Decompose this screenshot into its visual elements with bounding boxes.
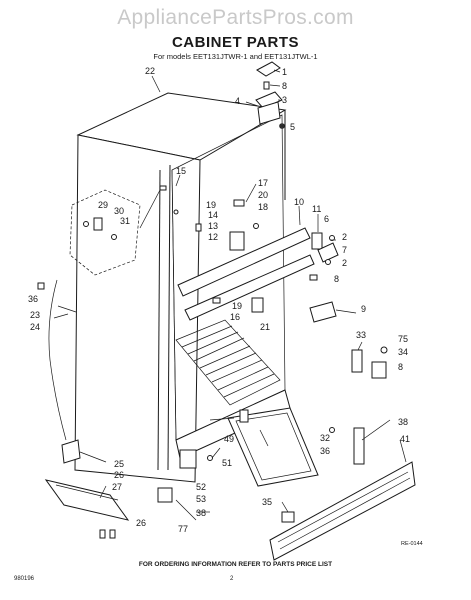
callout-29: 29 (98, 200, 108, 210)
callout-6: 6 (324, 214, 329, 224)
callout-16: 16 (230, 312, 240, 322)
callout-4: 4 (235, 96, 240, 106)
callout-27: 27 (112, 482, 122, 492)
interior-small-parts (159, 185, 264, 313)
callout-13: 13 (208, 221, 218, 231)
callout-77: 77 (178, 524, 188, 534)
callout-8b: 8 (334, 274, 339, 284)
callout-7: 7 (342, 245, 347, 255)
callout-2b: 2 (342, 258, 347, 268)
page-number: 2 (230, 576, 234, 582)
callout-31: 31 (120, 216, 130, 226)
callout-19: 19 (206, 200, 216, 210)
diagram-title: CABINET PARTS (171, 34, 300, 51)
callout-75: 75 (398, 334, 408, 344)
callout-21: 21 (260, 322, 270, 332)
callout-36b: 36 (320, 446, 330, 456)
callout-12: 12 (208, 232, 218, 242)
kickplate-grille (269, 427, 416, 561)
callout-8: 8 (282, 81, 287, 91)
leader-lines (53, 69, 407, 521)
callout-17: 17 (258, 178, 268, 188)
callout-35: 35 (262, 497, 272, 507)
callout-52: 52 (196, 482, 206, 492)
callout-5: 5 (290, 122, 295, 132)
callout-8c: 8 (398, 362, 403, 372)
callout-18: 18 (258, 202, 268, 212)
callout-11: 11 (312, 204, 321, 214)
callout-numbers: 22 1 8 3 4 5 15 17 20 18 19 14 13 12 29 … (28, 66, 410, 534)
callout-24: 24 (30, 322, 40, 332)
ordering-footer: FOR ORDERING INFORMATION REFER TO PARTS … (138, 561, 333, 568)
callout-33: 33 (356, 330, 366, 340)
drain-tube (37, 279, 67, 441)
liner-floor-ribs (175, 319, 281, 406)
middle-hinge-parts (309, 232, 339, 281)
callout-53: 53 (196, 494, 206, 504)
lower-hinge-parts (351, 346, 388, 379)
callout-26: 26 (114, 470, 124, 480)
reference-code: RE-0144 (401, 541, 423, 547)
callout-30: 30 (114, 206, 124, 216)
callout-26b: 26 (136, 518, 146, 528)
diagram-subtitle: For models EET131JTWR-1 and EET131JTWL-1 (153, 52, 318, 61)
callout-9: 9 (361, 304, 366, 314)
drip-tray (227, 407, 319, 487)
callout-38b: 38 (196, 508, 206, 518)
left-hinge-zone (69, 189, 141, 276)
screw-part (329, 427, 335, 433)
callout-41: 41 (400, 434, 410, 444)
latch-part (309, 301, 337, 323)
callout-15: 15 (176, 166, 186, 176)
bottom-left-parts (44, 439, 130, 539)
callout-36: 36 (28, 294, 38, 304)
callout-25: 25 (114, 459, 124, 469)
document-code: 980196 (14, 576, 35, 582)
top-hinge-parts (255, 61, 285, 129)
callout-20: 20 (258, 190, 268, 200)
callout-49: 49 (224, 434, 234, 444)
callout-34: 34 (398, 347, 408, 357)
watermark: AppliancePartsPros.com (117, 6, 354, 29)
callout-19b: 19 (232, 301, 242, 311)
callout-14: 14 (208, 210, 218, 220)
callout-10: 10 (294, 197, 304, 207)
callout-3: 3 (282, 95, 287, 105)
callout-1: 1 (282, 67, 287, 77)
leveling-legs (157, 449, 213, 503)
bracket-part (239, 409, 249, 423)
callout-38: 38 (398, 417, 408, 427)
callout-23: 23 (30, 310, 40, 320)
callout-22: 22 (145, 66, 155, 76)
foot-part (109, 529, 116, 539)
callout-51: 51 (222, 458, 232, 468)
cabinet-body (74, 92, 315, 483)
callout-32: 32 (320, 433, 330, 443)
callout-2: 2 (342, 232, 347, 242)
